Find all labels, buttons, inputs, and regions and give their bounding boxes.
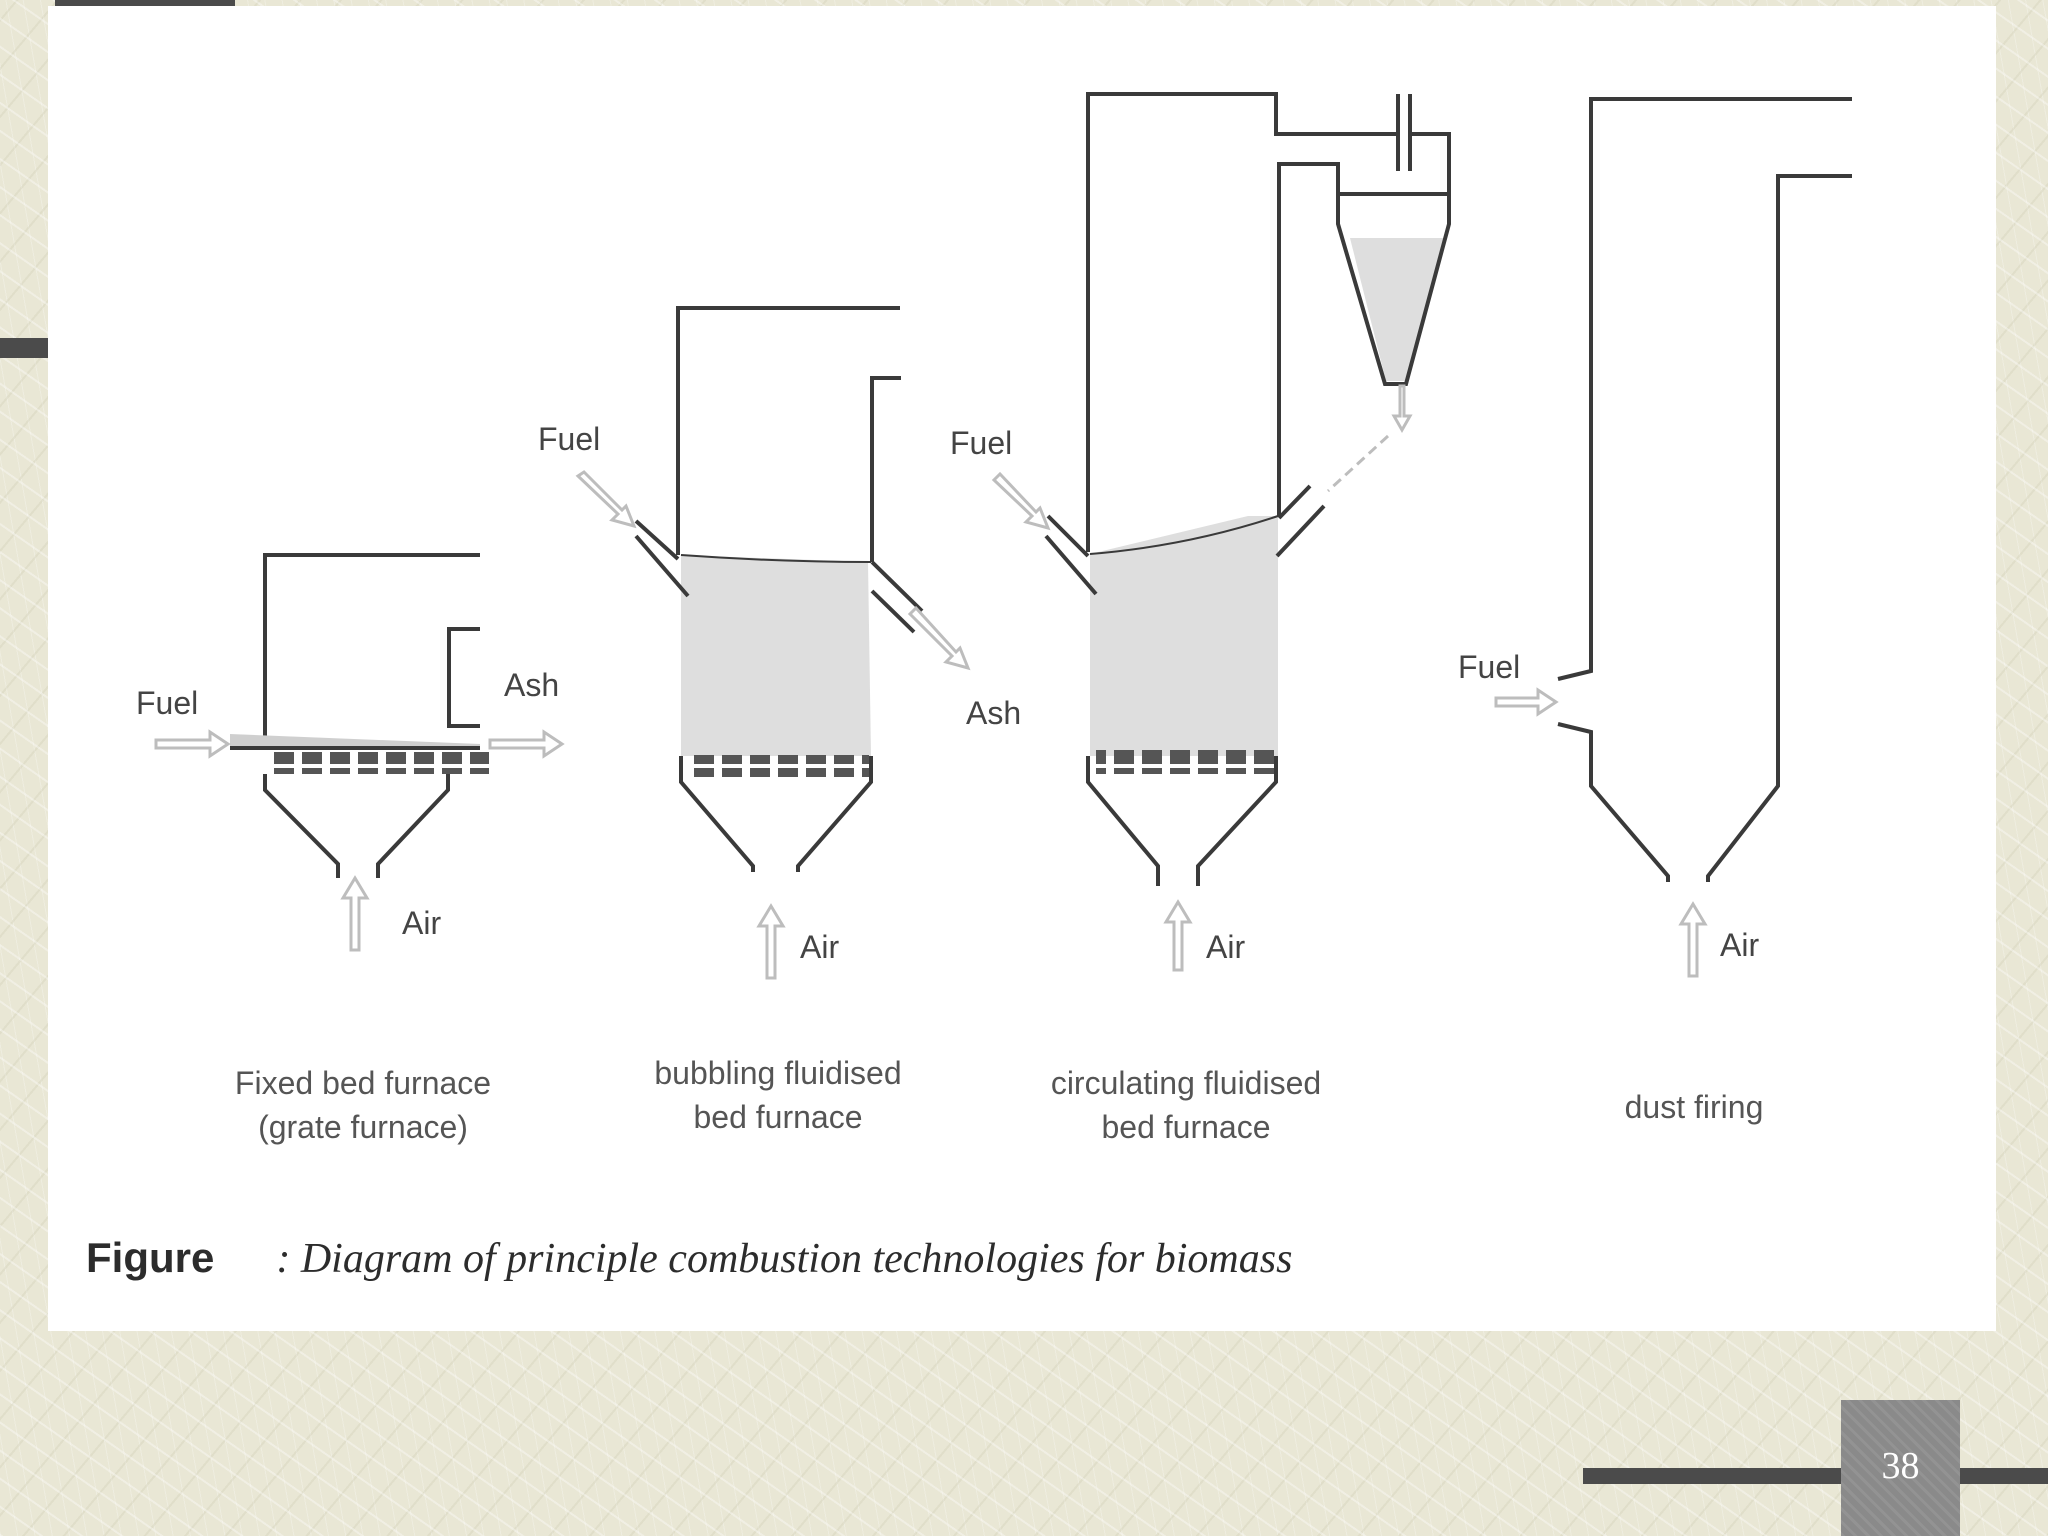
fuel-arrow [575,470,637,529]
fluid-bed [681,555,871,756]
grate [273,752,489,774]
fuel-arrow [1494,687,1559,717]
air-arrow [1678,901,1708,978]
label-fuel-fixed: Fuel [136,685,198,721]
fixed-bed-arrows [154,729,565,952]
furnace-outline [676,306,900,555]
figure-panel: Fuel Ash Air Fuel Ash Air Fuel Air Fuel … [48,6,1996,1331]
dust-firing-name: dust firing [1625,1089,1764,1125]
flue-outlet [447,627,480,728]
furnace-names: Fixed bed furnace (grate furnace) bubbli… [235,1055,1763,1145]
hopper-right [1196,756,1278,886]
furnace-outline [263,553,480,736]
diagram-labels: Fuel Ash Air Fuel Ash Air Fuel Air Fuel … [136,421,1759,965]
ash-outlet [870,560,924,613]
bubbling-name-line1: bubbling fluidised [654,1055,901,1091]
left-accent-bar [0,338,48,358]
dust-firing-arrows [1494,687,1708,978]
fuel-arrow [991,471,1051,531]
caption-text: : Diagram of principle combustion techno… [276,1236,1293,1282]
hopper-left [1086,756,1160,886]
flue-outlet [870,376,901,562]
cyclone [1336,192,1451,386]
furnace-outline [1086,92,1398,552]
bubbling-arrows [575,470,971,980]
label-fuel-bubbling: Fuel [538,421,600,457]
combustion-diagram: Fuel Ash Air Fuel Ash Air Fuel Air Fuel … [136,92,1852,1145]
page-number-rule-right [1960,1468,2048,1484]
figure-caption: Figure : Diagram of principle combustion … [86,1234,1292,1283]
page-number-box: 38 [1841,1400,1960,1536]
caption-label: Figure [86,1234,215,1281]
grate [691,755,869,777]
top-accent-bar [55,0,235,6]
fuel-inlet [634,519,680,561]
hopper-left [679,756,755,872]
ash-arrow [488,729,565,759]
fuel-inlet [1046,514,1090,558]
ash-arrow [907,605,971,671]
label-air-fixed: Air [402,905,441,941]
burner-inlet [1557,722,1670,882]
hopper-right [376,774,450,878]
circulating-arrows [991,384,1413,972]
fluid-bed [1090,516,1278,756]
label-air-circulating: Air [1206,929,1245,965]
label-ash-fixed: Ash [504,667,559,703]
circulating-name-line2: bed furnace [1101,1109,1270,1145]
air-arrow [756,903,786,980]
label-fuel-circulating: Fuel [950,425,1012,461]
circulating-name-line1: circulating fluidised [1051,1065,1321,1101]
label-fuel-dust: Fuel [1458,649,1520,685]
fixed-bed-name-line2: (grate furnace) [258,1109,468,1145]
dust-firing-furnace [1557,97,1852,882]
air-arrow [340,875,370,952]
circulating-fluidised-bed-furnace [1044,92,1451,886]
hopper-right [796,756,873,872]
recycle-arrow [1391,384,1413,434]
flue-outlet [1706,174,1852,882]
air-arrow [1163,899,1193,972]
furnace-outline [1557,97,1852,681]
fixed-bed-furnace [230,553,489,878]
cyclone-solids [1350,238,1445,381]
label-ash-bubbling: Ash [966,695,1021,731]
page-number-rule-left [1583,1468,1843,1484]
bubbling-fluidised-bed-furnace [634,306,924,872]
return-leg [1277,484,1312,520]
fixed-bed-name-line1: Fixed bed furnace [235,1065,491,1101]
bubbling-name-line2: bed furnace [693,1099,862,1135]
grate [1096,750,1276,774]
cyclone-duct [1277,162,1340,516]
label-air-dust: Air [1720,927,1759,963]
label-air-bubbling: Air [800,929,839,965]
hopper-left [263,774,340,878]
fuel-arrow [154,729,231,759]
page-number: 38 [1881,1445,1920,1487]
